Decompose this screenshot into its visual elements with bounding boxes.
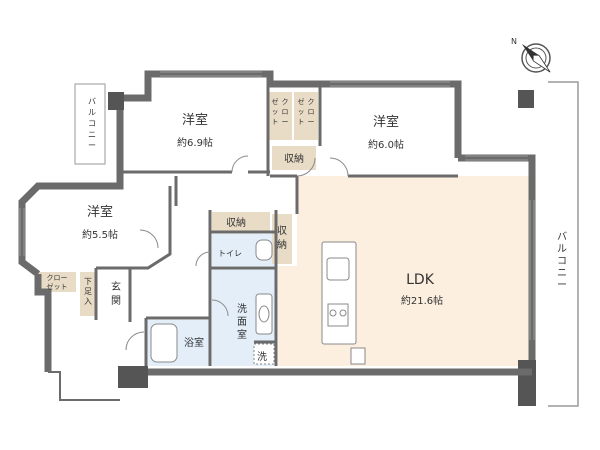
- bathtub: [150, 323, 178, 363]
- svg-text:クロー: クロー: [47, 274, 68, 282]
- ldk-floor: [278, 176, 532, 366]
- balR-char: ー: [557, 280, 567, 291]
- ldk-name: LDK: [406, 272, 435, 288]
- svg-text:入: 入: [84, 297, 92, 306]
- svg-text:足: 足: [84, 287, 92, 296]
- western2-name: 洋室: [373, 114, 399, 130]
- svg-text:関: 関: [111, 295, 121, 307]
- svg-text:下: 下: [84, 277, 92, 286]
- closetA-char: ク: [282, 98, 289, 106]
- kitchen-island: [321, 241, 357, 345]
- compass-icon: N: [511, 37, 551, 73]
- balcony-left-area: [74, 83, 106, 165]
- storage-center-floor: [212, 212, 270, 232]
- closet-small-label: クロー ゼット: [47, 274, 68, 291]
- balcony-right-area: [548, 81, 579, 407]
- closetB-char: ゼ: [298, 97, 305, 106]
- laundry-label: 洗: [257, 351, 267, 363]
- entrance-label: 玄 関: [111, 280, 121, 307]
- svg-text:収: 収: [277, 225, 287, 237]
- washroom-label: 洗 面 室: [237, 303, 247, 341]
- balL-char: ニ: [88, 130, 96, 139]
- svg-text:ゼット: ゼット: [47, 282, 68, 291]
- toilet-label: トイレ: [218, 249, 242, 258]
- balR-char: コ: [557, 256, 567, 267]
- closetA-char: ト: [272, 118, 279, 126]
- closetA-char: ッ: [272, 108, 279, 116]
- storage-right-label: 収 納: [277, 225, 287, 251]
- wall-block-top-left: [108, 92, 124, 110]
- bath-label: 浴室: [184, 336, 204, 349]
- western1-size: 約6.9帖: [177, 136, 213, 149]
- closetB-char: ッ: [298, 108, 305, 116]
- door-swings: [125, 155, 349, 351]
- closetB-char: ク: [308, 98, 315, 106]
- interior-walls: [94, 84, 458, 366]
- balL-char: コ: [88, 119, 96, 128]
- closetA-char: ー: [282, 118, 289, 126]
- fixtures: [150, 239, 366, 365]
- balR-char: バ: [557, 231, 567, 243]
- closetB-char: ト: [298, 118, 305, 126]
- shoe-storage-floor: [80, 272, 96, 316]
- closet-b-floor: [294, 92, 318, 140]
- outer-walls: [18, 70, 536, 372]
- ldk-size: 約21.6帖: [401, 294, 443, 307]
- kitchen-sink: [326, 257, 350, 281]
- svg-text:納: 納: [277, 238, 287, 251]
- lower-left-wall: [48, 371, 120, 401]
- shoe-storage-label: 下 足 入: [84, 277, 92, 306]
- svg-text:洗: 洗: [237, 303, 247, 315]
- western3-size: 約5.5帖: [82, 228, 118, 241]
- closet-b-label: クロー ゼット: [298, 97, 315, 126]
- balL-char: バ: [88, 97, 96, 106]
- closet-a-floor: [268, 92, 292, 140]
- western3-name: 洋室: [87, 204, 113, 220]
- closetA-char: ゼ: [272, 97, 279, 106]
- balL-char: ル: [88, 108, 96, 117]
- svg-text:面: 面: [237, 317, 247, 328]
- closetB-char: ー: [308, 118, 315, 126]
- wall-block-bottom-right: [518, 360, 536, 406]
- windows: [19, 71, 535, 340]
- closet-small-floor: [38, 272, 76, 292]
- balR-char: ル: [557, 244, 567, 255]
- wall-block-bottom-left: [118, 366, 148, 388]
- wall-block-top-right: [518, 90, 534, 108]
- storage-top-label: 収納: [284, 152, 304, 165]
- laundry-pan: [253, 343, 275, 365]
- svg-text:玄: 玄: [111, 280, 121, 293]
- closet-a-label: クロー ゼット: [272, 97, 289, 126]
- balR-char: ニ: [557, 268, 567, 279]
- closetB-char: ロ: [308, 108, 315, 116]
- closetA-char: ロ: [282, 108, 289, 116]
- svg-text:室: 室: [237, 328, 247, 341]
- storage-center-label: 収納: [226, 216, 246, 229]
- western1-name: 洋室: [182, 112, 208, 128]
- toilet-fixture: [255, 239, 273, 261]
- western2-size: 約6.0帖: [368, 138, 404, 151]
- storage-top-floor: [272, 146, 316, 170]
- balL-char: ー: [88, 141, 96, 150]
- compass-north-label: N: [511, 37, 517, 46]
